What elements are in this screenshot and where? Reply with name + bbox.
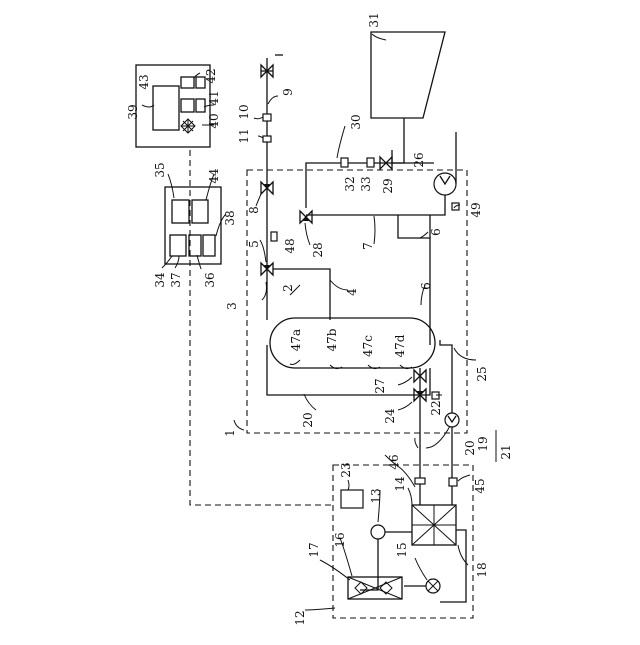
compressor-13 — [371, 525, 385, 539]
label-32: 32 — [343, 176, 357, 191]
label-8: 8 — [247, 206, 261, 214]
label-38: 38 — [223, 210, 237, 225]
label-42: 42 — [204, 68, 218, 83]
label-35: 35 — [153, 162, 167, 177]
label-20-upper: 20 — [301, 412, 315, 427]
label-49: 49 — [469, 202, 483, 217]
label-22: 22 — [429, 400, 443, 415]
label-18: 18 — [475, 562, 489, 577]
label-34: 34 — [153, 272, 167, 288]
label-24: 24 — [383, 408, 397, 424]
label-14: 14 — [393, 476, 407, 492]
label-44: 44 — [207, 168, 221, 184]
label-19: 19 — [476, 436, 490, 451]
heat-exchanger-14 — [412, 505, 456, 545]
label-10: 10 — [237, 104, 251, 119]
label-13: 13 — [369, 488, 383, 503]
label-4: 4 — [345, 288, 359, 296]
label-6-lower: 6 — [419, 282, 433, 290]
label-47b: 47b — [325, 328, 339, 351]
label-6-upper: 6 — [429, 228, 443, 236]
label-37: 37 — [169, 272, 183, 287]
label-1: 1 — [223, 429, 237, 437]
label-2: 2 — [281, 284, 295, 292]
label-5: 5 — [247, 240, 261, 248]
label-20-lower: 20 — [463, 440, 477, 455]
label-40: 40 — [207, 113, 221, 128]
label-45: 45 — [473, 478, 487, 493]
label-46: 46 — [387, 454, 401, 469]
label-43: 43 — [137, 74, 151, 89]
label-47c: 47c — [361, 335, 375, 357]
label-15: 15 — [395, 542, 409, 557]
label-27: 27 — [373, 378, 387, 393]
label-36: 36 — [203, 272, 217, 287]
label-48: 48 — [283, 238, 297, 253]
label-11: 11 — [237, 128, 251, 143]
label-12: 12 — [293, 610, 307, 625]
valve-33 — [367, 158, 374, 167]
label-31: 31 — [367, 12, 381, 27]
label-41: 41 — [207, 90, 221, 105]
leader-lines — [142, 34, 476, 610]
condenser-fan-16 — [348, 577, 402, 599]
middle-controller-box — [165, 187, 221, 264]
label-3: 3 — [225, 302, 239, 310]
label-25: 25 — [475, 366, 489, 381]
label-26: 26 — [412, 152, 426, 167]
valve-32 — [341, 158, 348, 167]
reference-numerals: 43 42 41 39 40 35 44 38 34 37 36 10 11 9… — [126, 12, 513, 625]
control-signal-dashed-line — [190, 150, 333, 505]
gas-inlet-line — [261, 55, 283, 186]
label-9: 9 — [281, 88, 295, 96]
label-21: 21 — [499, 444, 513, 459]
sensor-46 — [415, 478, 425, 484]
control-box-23 — [341, 490, 363, 508]
pump-19 — [445, 413, 459, 427]
label-28: 28 — [311, 242, 325, 257]
label-17: 17 — [307, 542, 321, 557]
label-33: 33 — [359, 176, 373, 191]
label-7: 7 — [361, 242, 375, 250]
label-16: 16 — [333, 532, 347, 547]
label-23: 23 — [339, 462, 353, 477]
label-39: 39 — [126, 104, 140, 119]
sensor-48 — [271, 232, 277, 241]
sensor-45 — [449, 478, 457, 486]
storage-tank-31 — [371, 32, 445, 118]
label-30: 30 — [349, 114, 363, 129]
label-47a: 47a — [289, 329, 303, 351]
label-29: 29 — [381, 178, 395, 193]
label-47d: 47d — [393, 334, 407, 357]
